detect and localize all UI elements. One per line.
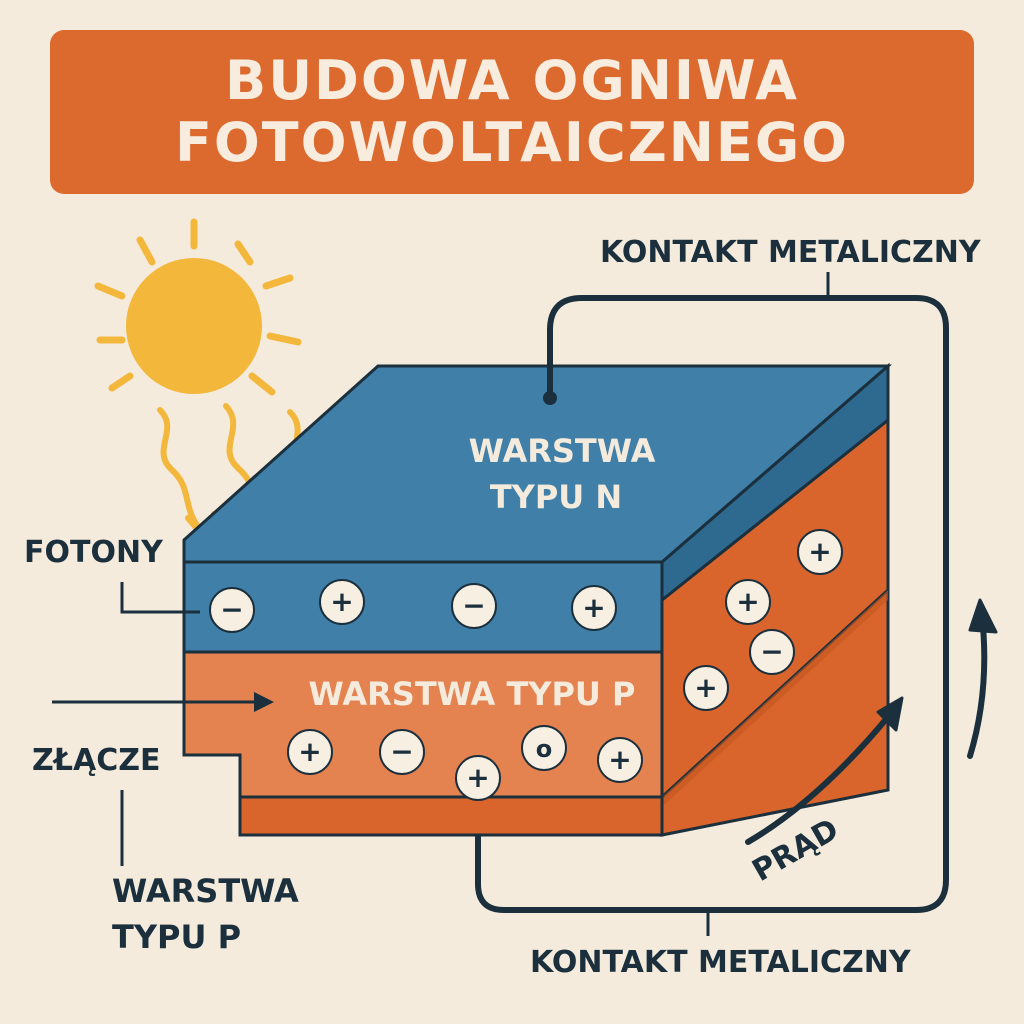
current-arrow-diagonal [745, 709, 895, 845]
svg-text:+: + [466, 761, 489, 794]
svg-text:+: + [330, 585, 353, 618]
charge-symbol: + [597, 737, 643, 783]
svg-text:−: − [220, 593, 243, 626]
front-p-charges: + − o + + [287, 725, 643, 801]
label-current: PRĄD [747, 812, 845, 889]
current-arrow-vertical [967, 613, 988, 759]
front-p-layer [182, 650, 664, 799]
svg-text:o: o [536, 735, 553, 763]
charge-symbol: + [287, 729, 333, 775]
svg-text:−: − [462, 589, 485, 622]
charge-symbol: − [379, 729, 425, 775]
label-n-layer-line2: TYPU N [490, 478, 622, 516]
charge-symbol: + [725, 579, 771, 625]
charge-symbol: + [571, 585, 617, 631]
current-arrowhead-diagonal [876, 696, 904, 732]
current-arrows [745, 598, 998, 845]
label-photons: FOTONY [24, 535, 164, 570]
charge-symbol: + [683, 665, 729, 711]
metal-contact-wire [475, 295, 949, 913]
svg-text:+: + [736, 585, 759, 618]
svg-text:+: + [694, 671, 717, 704]
title-line-1: BUDOWA OGNIWA [225, 49, 799, 112]
photon-arrow-1 [157, 407, 208, 538]
label-p-layer-side-line2: TYPU P [112, 918, 241, 956]
charge-symbol: − [209, 587, 255, 633]
side-charges: + + − + [683, 529, 843, 711]
front-bottom-layer [238, 795, 664, 837]
charge-symbol: + [797, 529, 843, 575]
contact-point [543, 391, 557, 405]
svg-text:−: − [760, 635, 783, 668]
front-n-charges: − + − + [209, 579, 617, 633]
top-face-n-layer [182, 364, 893, 564]
label-n-layer-line1: WARSTWA [469, 432, 656, 470]
photons-leader [120, 582, 200, 614]
label-p-layer-side-line1: WARSTWA [112, 872, 299, 910]
charge-symbol: o [521, 725, 567, 771]
sun-icon [94, 218, 302, 396]
label-contact-bottom: KONTAKT METALICZNY [530, 945, 912, 980]
title-line-2: FOTOWOLTAICZNEGO [174, 111, 850, 174]
svg-text:−: − [390, 735, 413, 768]
charge-symbol: + [319, 579, 365, 625]
junction-arrowhead [254, 692, 274, 712]
svg-text:+: + [608, 743, 631, 776]
label-contact-top: KONTAKT METALICZNY [600, 235, 982, 270]
svg-text:+: + [582, 591, 605, 624]
charge-symbol: − [451, 583, 497, 629]
charge-symbol: − [749, 629, 795, 675]
title-banner: BUDOWA OGNIWA FOTOWOLTAICZNEGO [50, 30, 974, 194]
svg-text:+: + [808, 535, 831, 568]
svg-text:+: + [298, 735, 321, 768]
label-p-layer: WARSTWA TYPU P [309, 675, 636, 713]
label-junction: ZŁĄCZE [32, 743, 161, 778]
charge-symbol: + [455, 755, 501, 801]
current-arrowhead-vertical [968, 598, 998, 634]
